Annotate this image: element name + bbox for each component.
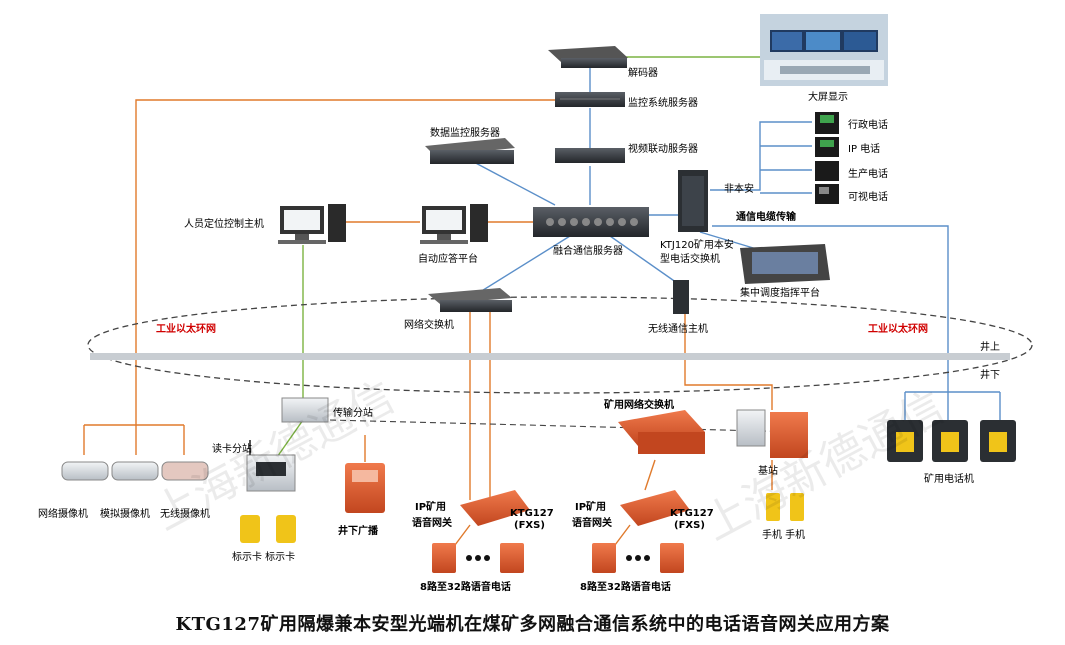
label-decoder: 解码器 [628,68,658,79]
label-ip-phone: IP 电话 [848,144,881,155]
dispatch-console [740,244,830,284]
fusion-server-device [533,207,649,237]
ethernet-ring [87,296,1033,394]
label-dispatch: 集中调度指挥平台 [740,288,820,299]
handsets [766,493,804,521]
label-trans-station: 传输分站 [333,408,373,419]
label-base-station: 基站 [758,466,778,477]
label-gw1-voice: 语音网关 [412,518,452,529]
network-switch-device [428,288,512,312]
gateway-1 [460,490,530,526]
link-ktj-dispatch [699,231,761,251]
label-gw2-fxs: (FXS) [674,520,705,531]
decoder-device [548,46,628,68]
label-gw1-ip: IP矿用 [415,502,447,513]
label-ring-left: 工业以太环网 [156,324,216,335]
label-above-ground: 井上 [980,342,1000,353]
label-gw2-voice: 语音网关 [572,518,612,529]
label-data-monitor-server: 数据监控服务器 [430,128,500,139]
label-admin-phone: 行政电话 [848,120,888,131]
label-handsets: 手机 手机 [762,530,806,541]
tag-cards [240,515,296,543]
ktj120-cabinet [678,170,708,232]
label-mine-switch: 矿用网络交换机 [604,400,674,411]
voice-phones-2 [592,543,684,573]
label-cam-wireless: 无线摄像机 [160,509,210,520]
label-non-safe: 非本安 [724,184,754,195]
link-ktj-phones [710,121,812,191]
label-ktj120-2: 型电话交换机 [660,254,720,265]
personnel-pc [278,204,346,244]
monitor-server-device [555,92,625,107]
link-data-fusion [469,159,556,206]
link-monitor-cameras [135,99,556,425]
label-cam-net: 网络摄像机 [38,509,88,520]
big-screen-image [760,14,888,86]
gateway-2 [620,490,690,526]
label-wireless-host: 无线通信主机 [648,324,708,335]
label-ring-right: 工业以太环网 [868,324,928,335]
label-broadcast: 井下广播 [338,526,378,537]
label-production-phone: 生产电话 [848,169,888,180]
label-gw2-ktg: KTG127 [670,508,714,519]
office-phones [815,112,839,204]
label-gw1-ktg: KTG127 [510,508,554,519]
video-link-server-device [555,148,625,163]
link-gw2-phones [614,524,631,546]
label-gw2-ip: IP矿用 [575,502,607,513]
ground-divider [90,353,1010,360]
label-card-station: 读卡分站 [212,444,252,455]
transmission-station-device [281,397,329,423]
link-fusion-wireless [609,235,681,286]
data-monitor-server-device [425,138,515,164]
broadcast-device [345,463,385,513]
card-reader-station-device [246,440,296,492]
label-comm-cable: 通信电缆传输 [736,212,796,223]
label-video-phone: 可视电话 [848,192,888,203]
label-ktj120-1: KTJ120矿用本安 [660,240,734,251]
link-mine-switch-gw2 [644,459,656,491]
base-station-device [736,409,808,458]
label-monitor-server: 监控系统服务器 [628,98,698,109]
label-personnel-host: 人员定位控制主机 [184,219,264,230]
auto-answer-pc [420,204,488,244]
label-cam-analog: 模拟摄像机 [100,509,150,520]
link-wireless-base [684,312,773,410]
link-station-card [274,419,304,461]
figure-caption: KTG127矿用隔爆兼本安型光端机在煤矿多网融合通信系统中的电话语音网关应用方案 [175,614,890,635]
mine-phones-devices [887,420,1016,462]
label-video-link-server: 视频联动服务器 [628,144,698,155]
cameras [61,461,209,481]
label-phones-b: 8路至32路语音电话 [580,582,671,593]
label-below-ground: 井下 [980,370,1000,381]
link-fusion-switch [479,235,571,293]
label-phones-a: 8路至32路语音电话 [420,582,511,593]
label-net-switch: 网络交换机 [404,320,454,331]
label-auto-answer: 自动应答平台 [418,254,478,265]
link-gw1-phones [454,524,471,546]
label-fusion-server: 融合通信服务器 [553,246,623,257]
dashed-lower-arc [329,419,801,433]
voice-phones-1 [432,543,524,573]
label-tag-cards: 标示卡 标示卡 [232,552,296,563]
label-gw1-fxs: (FXS) [514,520,545,531]
wireless-host-device [673,280,689,314]
mine-network-switch-device [618,410,705,454]
label-big-screen: 大屏显示 [808,92,848,103]
label-mine-phones: 矿用电话机 [924,474,974,485]
